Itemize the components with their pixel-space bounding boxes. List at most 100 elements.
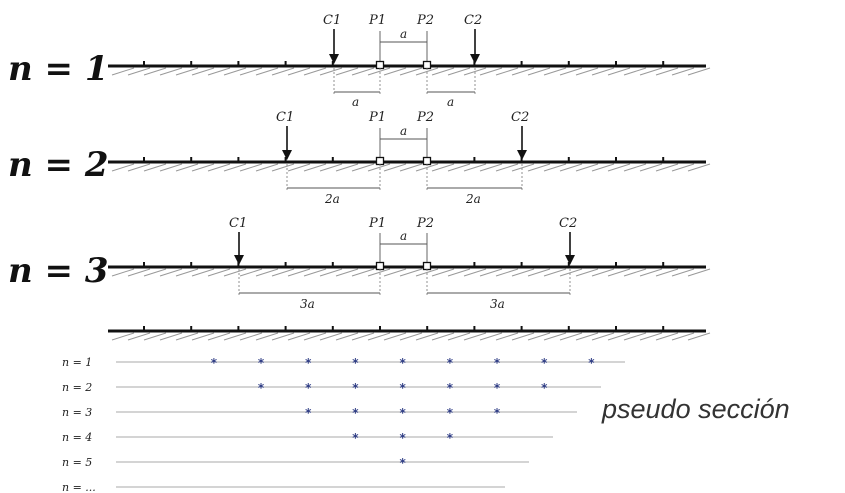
hatch-stroke: [143, 67, 167, 76]
hatch-stroke: [319, 268, 343, 277]
hatch-stroke: [639, 163, 663, 172]
ground-surface-n2: [108, 157, 711, 172]
hatch-stroke: [351, 163, 375, 172]
electrode-marker-p1: [375, 60, 385, 70]
hatch-stroke: [383, 332, 407, 341]
hatch-stroke: [223, 268, 247, 277]
hatch-stroke: [271, 332, 295, 341]
spacing-bottom-n2: 2a 2a: [286, 164, 523, 206]
spacing-top-n1: a: [380, 27, 427, 43]
hatch-stroke: [239, 163, 263, 172]
hatch-stroke: [607, 67, 631, 76]
pseudosection-point: *: [447, 406, 454, 420]
current-electrode-c2-n3: C2: [559, 216, 577, 265]
spacing-bottom-n1: a a: [333, 68, 476, 109]
pseudosection-title: pseudo sección: [601, 394, 790, 424]
hatch-stroke: [367, 268, 391, 277]
spacing-top-n3: a: [380, 229, 427, 245]
hatch-stroke: [447, 332, 471, 341]
hatch-stroke: [399, 163, 423, 172]
electrode-marker-p2: [422, 261, 432, 271]
hatch-stroke: [111, 67, 135, 76]
hatch-stroke: [495, 67, 519, 76]
hatch-stroke: [175, 67, 199, 76]
hatch-stroke: [479, 67, 503, 76]
hatch-stroke: [543, 332, 567, 341]
pseudosection-level: n = 4***: [62, 431, 553, 445]
pseudosection-point: *: [541, 356, 548, 370]
hatch-stroke: [607, 163, 631, 172]
pseudosection-point: *: [400, 456, 407, 470]
dimension-label-left: 2a: [324, 192, 340, 206]
hatch-stroke: [591, 268, 615, 277]
hatch-stroke: [575, 163, 599, 172]
hatch-stroke: [207, 332, 231, 341]
hatch-stroke: [159, 332, 183, 341]
hatch-stroke: [495, 268, 519, 277]
hatch-stroke: [463, 268, 487, 277]
electrode-label-p2: P2: [416, 216, 434, 231]
hatch-stroke: [431, 67, 455, 76]
pseudosection-point: *: [447, 381, 454, 395]
hatch-stroke: [527, 332, 551, 341]
hatch-stroke: [303, 163, 327, 172]
pseudosection-point: *: [352, 431, 359, 445]
hatch-stroke: [191, 67, 215, 76]
hatch-stroke: [143, 268, 167, 277]
hatch-stroke: [591, 332, 615, 341]
hatch-stroke: [127, 332, 151, 341]
hatch-stroke: [687, 163, 711, 172]
pseudosection-point: *: [305, 381, 312, 395]
hatch-stroke: [559, 163, 583, 172]
pseudosection-point: *: [541, 381, 548, 395]
pseudosection-level-label: n = 2: [62, 381, 92, 394]
pseudosection-level-label: n = 5: [62, 456, 92, 469]
electrode-label-c1: C1: [276, 110, 294, 125]
current-electrode-c1-n1: C1: [323, 13, 341, 64]
potential-electrode-p2-n1: P2: [416, 13, 434, 70]
hatch-stroke: [543, 67, 567, 76]
pseudosection-level: n = 3*****: [62, 406, 577, 420]
hatch-stroke: [559, 268, 583, 277]
hatch-stroke: [511, 332, 535, 341]
pseudosection-point: *: [494, 381, 501, 395]
hatch-stroke: [207, 67, 231, 76]
pseudosection-point: *: [352, 356, 359, 370]
hatch-stroke: [335, 163, 359, 172]
hatch-stroke: [495, 163, 519, 172]
pseudosection-level: n = ...: [62, 481, 505, 493]
hatch-stroke: [335, 332, 359, 341]
pseudosection-level-label: n = 1: [62, 356, 92, 369]
row-label-n1: n = 1: [8, 49, 109, 89]
pseudosection-level-label: n = ...: [62, 481, 96, 493]
dimension-label-top: a: [400, 124, 407, 138]
hatch-stroke: [143, 332, 167, 341]
hatch-stroke: [271, 67, 295, 76]
dimension-label-right: a: [447, 95, 454, 109]
hatch-stroke: [191, 163, 215, 172]
ground-hatching-pseudosection: [111, 332, 711, 341]
hatch-stroke: [367, 163, 391, 172]
hatch-stroke: [431, 332, 455, 341]
pseudosection-point: *: [211, 356, 218, 370]
hatch-stroke: [255, 163, 279, 172]
electrode-label-c2: C2: [559, 216, 577, 231]
hatch-stroke: [431, 268, 455, 277]
electrode-marker-p1: [375, 261, 385, 271]
hatch-stroke: [383, 67, 407, 76]
hatch-stroke: [271, 268, 295, 277]
hatch-stroke: [351, 268, 375, 277]
potential-electrode-p1-n1: P1: [368, 13, 386, 70]
hatch-stroke: [415, 67, 439, 76]
hatch-stroke: [383, 163, 407, 172]
hatch-stroke: [639, 332, 663, 341]
pseudosection-point: *: [352, 381, 359, 395]
electrode-label-p2: P2: [416, 13, 434, 28]
dimension-label-right: 2a: [465, 192, 481, 206]
arrowhead-c2: [470, 54, 480, 64]
hatch-stroke: [255, 268, 279, 277]
pseudosection-level-label: n = 4: [62, 431, 92, 444]
hatch-stroke: [175, 332, 199, 341]
hatch-stroke: [607, 332, 631, 341]
hatch-stroke: [335, 268, 359, 277]
